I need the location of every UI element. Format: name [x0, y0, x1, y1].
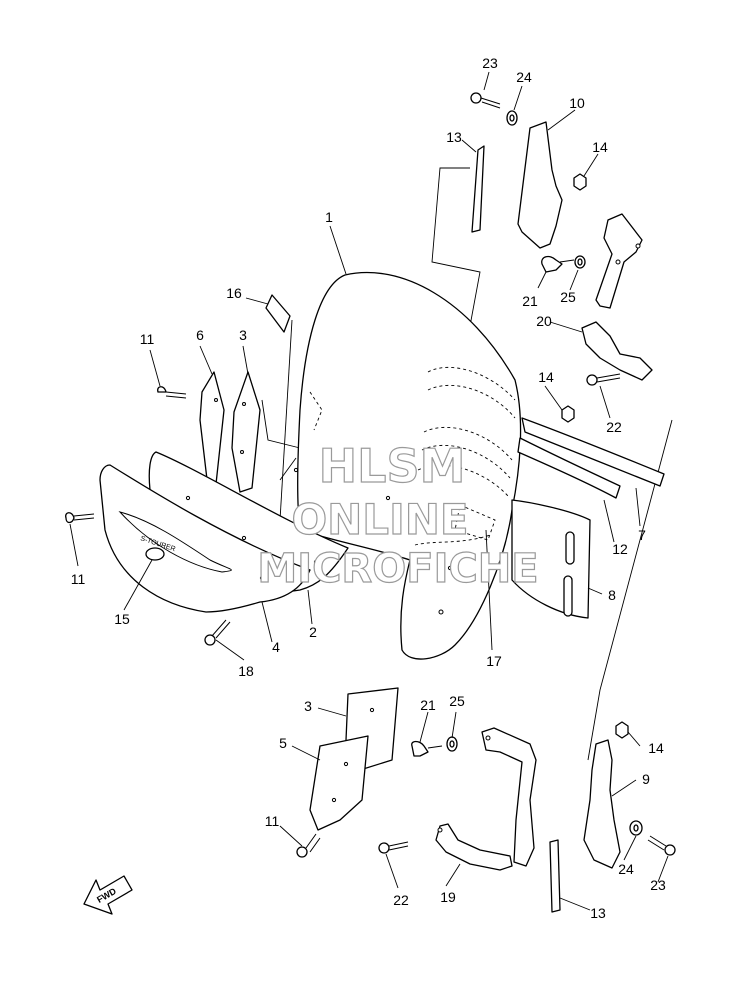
callout-7: 7	[638, 527, 646, 543]
callout-11-lower: 11	[265, 813, 280, 829]
strip-part-7	[521, 417, 665, 487]
callout-14-top: 14	[592, 139, 608, 155]
frame-lines	[261, 167, 673, 761]
callout-3-lower: 3	[304, 698, 312, 714]
callout-labels: 23 24 10 13 14 1 16 21 25 20 6 3 11 14 2…	[71, 55, 666, 921]
watermark-line-1: HLSM	[319, 439, 466, 493]
callout-2: 2	[309, 624, 317, 640]
strip-part-12	[517, 437, 621, 499]
callout-24-top: 24	[516, 69, 532, 85]
callout-18: 18	[238, 663, 254, 679]
callout-1: 1	[325, 209, 333, 225]
callout-23-lower: 23	[650, 877, 666, 893]
windshield-part-1	[293, 271, 522, 660]
callout-22-lower: 22	[393, 892, 409, 908]
callout-14-mid: 14	[538, 369, 554, 385]
callout-14-lower: 14	[648, 740, 664, 756]
front-cover-part-4: S-TOURER	[99, 464, 311, 613]
plate-part-13-bottom	[549, 839, 561, 913]
watermark: HLSM ONLINE MICROFICHE	[257, 438, 539, 592]
leader-lines	[69, 71, 669, 911]
bracket-part-3-upper	[231, 371, 261, 493]
callout-8: 8	[608, 587, 616, 603]
callout-6: 6	[196, 327, 204, 343]
callout-4: 4	[272, 639, 280, 655]
watermark-line-3: MICROFICHE	[257, 546, 538, 592]
callout-13-top: 13	[446, 129, 462, 145]
callout-9: 9	[642, 771, 650, 787]
callout-23-top: 23	[482, 55, 498, 71]
lower-bracket-part-9	[583, 739, 621, 869]
upper-bracket-part-10	[517, 121, 563, 249]
fasteners	[65, 92, 676, 858]
bracket-part-6	[199, 371, 225, 489]
callout-11-upper: 11	[140, 331, 155, 347]
callout-16: 16	[226, 285, 242, 301]
watermark-line-2: ONLINE	[291, 495, 468, 544]
callout-12: 12	[612, 541, 628, 557]
plate-part-13-top	[471, 145, 485, 233]
fwd-arrow-icon: FWD	[83, 875, 133, 915]
trim-panel-part-8	[511, 499, 591, 619]
callout-25-lower: 25	[449, 693, 465, 709]
callout-22-top: 22	[606, 419, 622, 435]
callout-21-lower: 21	[420, 697, 436, 713]
callout-21-top: 21	[522, 293, 538, 309]
callout-15: 15	[114, 611, 130, 627]
callout-5: 5	[279, 735, 287, 751]
callout-24-lower: 24	[618, 861, 634, 877]
callout-3-upper: 3	[239, 327, 247, 343]
callout-13-bottom: 13	[590, 905, 606, 921]
label-part-16	[265, 294, 291, 333]
lower-stay-part-19	[435, 727, 537, 871]
callout-19: 19	[440, 889, 456, 905]
callout-11-left: 11	[71, 571, 86, 587]
stay-part-20	[581, 213, 653, 381]
callout-20: 20	[536, 313, 552, 329]
callout-25-top: 25	[560, 289, 576, 305]
callout-17: 17	[486, 653, 502, 669]
callout-10: 10	[569, 95, 585, 111]
bracket-part-5	[309, 735, 369, 831]
